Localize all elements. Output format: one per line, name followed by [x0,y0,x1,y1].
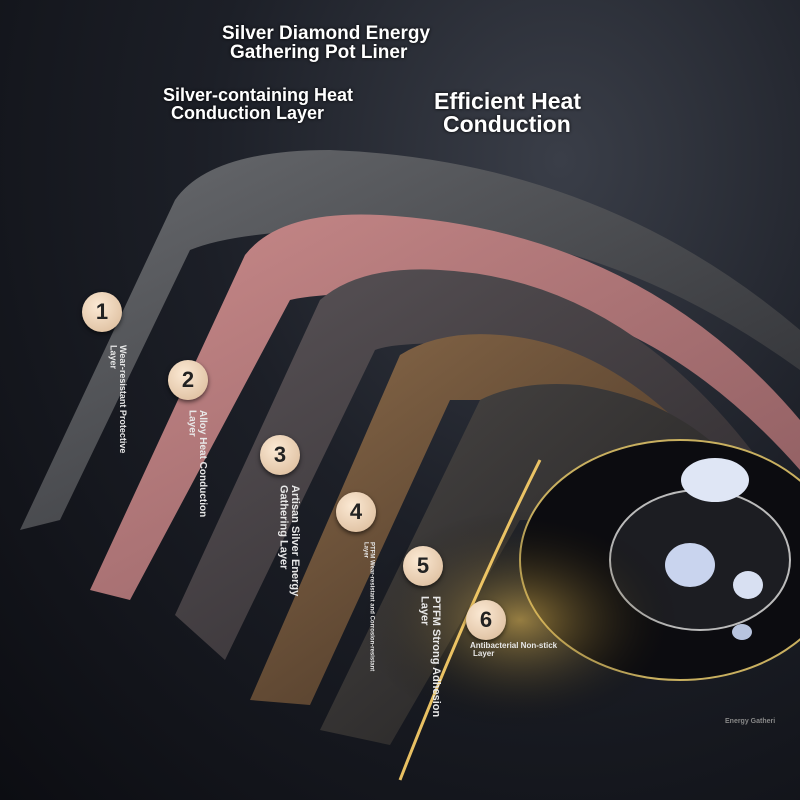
layer-6-badge: 6 [466,600,506,640]
layer-4-label: PTFM Wear-resistant and Corrosion-resist… [362,542,375,672]
diamond-icons [665,458,763,640]
heading-right-line1: Efficient Heat [434,88,581,114]
corner-caption: Energy Gatheri [725,718,776,725]
layer-5-badge: 5 [403,546,443,586]
layer-3-badge: 3 [260,435,300,475]
layer-3-shell [175,269,800,660]
heading-right-line2: Conduction [443,111,571,137]
heading-left: Silver-containing Heat Conduction Layer [163,86,353,122]
heading-top: Silver Diamond Energy Gathering Pot Line… [222,24,430,62]
layer-4-badge: 4 [336,492,376,532]
layer-2-shell [90,214,800,600]
layer-2-badge: 2 [168,360,208,400]
heading-top-line2: Gathering Pot Liner [230,42,408,63]
heading-right: Efficient Heat Conduction [434,90,581,136]
heading-left-line1: Silver-containing Heat [163,85,354,105]
layer-1-badge: 1 [82,292,122,332]
heading-top-line1: Silver Diamond Energy [222,23,431,44]
layer-1-shell [20,150,800,530]
heading-left-line2: Conduction Layer [171,103,325,123]
